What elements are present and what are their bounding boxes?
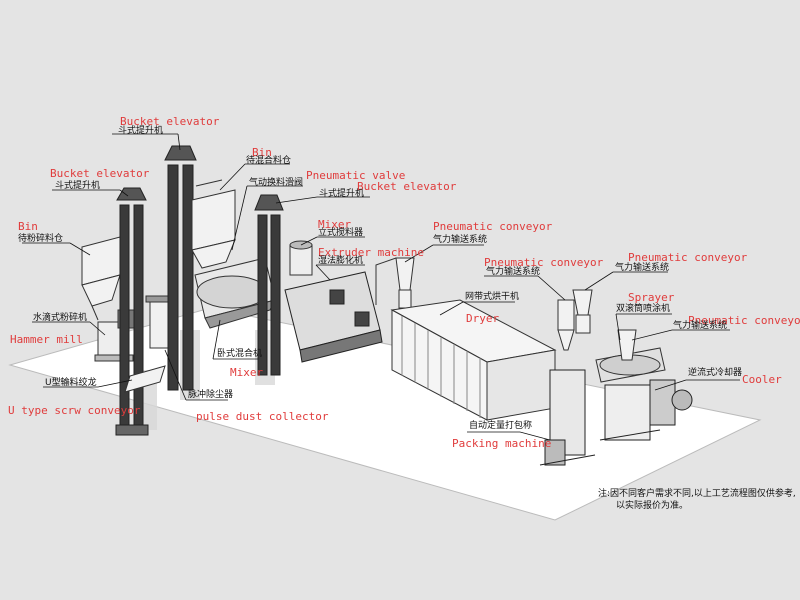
dryer-zh-label: 网带式烘干机: [465, 292, 520, 302]
sprayer-drawing: [595, 347, 666, 383]
disclaimer-note: 注:因不同客户需求不同,以上工艺流程图仅供参考, 以实际报价为准。: [598, 488, 796, 512]
pneumatic-conveyor-4-zh-label: 气力输送系统: [673, 321, 728, 331]
pulse-en-label: pulse dust collector: [196, 410, 329, 423]
dryer-drawing: [390, 299, 557, 421]
hammer-mill-zh-label: 水滴式粉碎机: [33, 313, 88, 323]
bucket-elevator-3-en-label: Bucket elevator: [357, 180, 457, 193]
pneumatic-conveyor-1-drawing: [375, 257, 415, 309]
pneumatic-conveyor-2-drawing: [557, 299, 575, 351]
hammer-mill-en-label: Hammer mill: [10, 333, 83, 346]
bin-1-drawing: [81, 236, 121, 321]
packing-machine-drawing: [539, 369, 596, 466]
disclaimer-line-1: 注:因不同客户需求不同,以上工艺流程图仅供参考,: [598, 489, 796, 499]
pneumatic-conveyor-2-zh-label: 气力输送系统: [486, 267, 541, 277]
bucket-elevator-1-zh-label: 斗式提升机: [118, 126, 164, 136]
cooler-drawing: [599, 379, 693, 441]
bucket-elevator-2-en-label: Bucket elevator: [50, 167, 150, 180]
vertical-mixer-drawing: [289, 240, 313, 276]
cooler-zh-label: 逆流式冷却器: [688, 368, 743, 378]
pneumatic-conveyor-4-drawing: [617, 329, 637, 361]
bin-2-zh-label: 待混合料仓: [246, 156, 292, 166]
mixer-bottom-zh-label: 卧式混合机: [217, 349, 263, 359]
extruder-zh-label: 湿法膨化机: [318, 256, 364, 266]
bucket-elevator-3-zh-label: 斗式提升机: [319, 189, 365, 199]
extruder-drawing: [284, 271, 383, 363]
bucket-elevator-3-drawing: [254, 194, 284, 376]
mixer-bottom-en-label: Mixer: [230, 366, 264, 379]
packing-en-label: Packing machine: [452, 437, 552, 450]
u-conveyor-zh-label: U型输料绞龙: [45, 378, 97, 388]
pneumatic-valve-zh-label: 气动换料滑阀: [249, 178, 304, 188]
pneumatic-conveyor-2-en-label: Pneumatic conveyor: [484, 256, 604, 269]
cooler-en-label: Cooler: [742, 373, 782, 386]
leader-lines: [22, 133, 740, 441]
disclaimer-line-2: 以实际报价为准。: [616, 501, 689, 511]
bucket-elevator-1-drawing: [115, 187, 149, 436]
dryer-en-label: Dryer: [466, 312, 500, 325]
bin-2-drawing: [191, 179, 236, 269]
sprayer-zh-label: 双滚筒喷涂机: [616, 304, 671, 314]
bin-2-en-label: Bin: [252, 146, 272, 159]
pneumatic-conveyor-3-drawing: [572, 289, 593, 334]
packing-zh-label: 自动定量打包称: [469, 421, 533, 431]
bin-1-zh-label: 待粉碎料仓: [18, 234, 64, 244]
u-conveyor-en-label: U type scrw conveyor: [8, 404, 141, 417]
extruder-en-label: Extruder machine: [318, 246, 424, 259]
pneumatic-conveyor-4-en-label: Pneumatic conveyor: [688, 314, 800, 327]
mixer-top-zh-label: 立式搅料器: [318, 228, 364, 238]
pneumatic-conveyor-1-zh-label: 气力输送系统: [433, 235, 488, 245]
pneumatic-conveyor-1-en-label: Pneumatic conveyor: [433, 220, 553, 233]
mixer-top-en-label: Mixer: [318, 218, 352, 231]
pneumatic-conveyor-3-en-label: Pneumatic conveyor: [628, 251, 748, 264]
pneumatic-valve-en-label: Pneumatic valve: [306, 169, 406, 182]
bucket-elevator-2-zh-label: 斗式提升机: [55, 181, 101, 191]
bucket-elevator-1-en-label: Bucket elevator: [120, 115, 220, 128]
u-conveyor-drawing: [124, 365, 166, 393]
bucket-elevator-2-drawing: [164, 145, 197, 391]
pneumatic-conveyor-3-zh-label: 气力输送系统: [615, 263, 670, 273]
pulse-zh-label: 脉冲除尘器: [188, 390, 234, 400]
sprayer-en-label: Sprayer: [628, 291, 675, 304]
bin-1-en-label: Bin: [18, 220, 38, 233]
